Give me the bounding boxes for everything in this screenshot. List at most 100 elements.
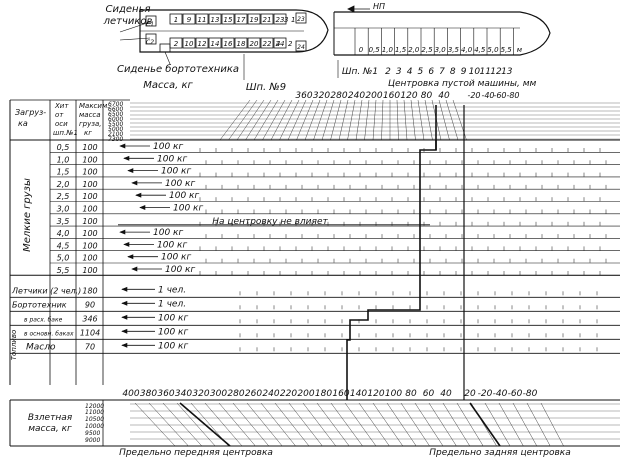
cg-tick: 40 bbox=[440, 389, 452, 399]
empty-cg-tick: -20 bbox=[467, 91, 480, 100]
cg-tick: 260 bbox=[245, 389, 262, 399]
bottom-fan bbox=[176, 402, 216, 447]
frame-number: 10 bbox=[469, 67, 481, 77]
cargo-arm: 1,0 bbox=[57, 155, 70, 164]
fan-line bbox=[438, 99, 450, 141]
frame-number: 5 bbox=[418, 67, 424, 77]
mass-value: 11000 bbox=[85, 409, 104, 416]
frame-number: 9 bbox=[461, 67, 467, 77]
fan-line bbox=[381, 99, 384, 141]
cargo-mark: 100 кг bbox=[161, 253, 191, 263]
fan-line bbox=[355, 99, 363, 141]
cargo-mark: 100 кг bbox=[165, 179, 195, 189]
empty-cg-tick: -40 bbox=[481, 91, 494, 100]
cargo-arm: 2,5 bbox=[57, 192, 70, 201]
cargo-mark: 100 кг bbox=[173, 204, 203, 214]
ruler-label: 0 bbox=[359, 46, 364, 54]
cargo-mass: 100 bbox=[82, 217, 97, 226]
leader bbox=[119, 21, 151, 33]
cargo-mass: 100 bbox=[82, 180, 97, 189]
other-mass: 1104 bbox=[80, 328, 100, 337]
arrowhead bbox=[119, 229, 126, 235]
arrowhead bbox=[135, 192, 142, 198]
cargo-mark: 100 кг bbox=[165, 265, 195, 275]
fuel-sub-label: в основн. баках bbox=[24, 330, 74, 337]
mass-value: 10500 bbox=[85, 416, 104, 423]
seat-number: 2 bbox=[174, 40, 179, 48]
other-mark: 1 чел. bbox=[158, 299, 186, 309]
fan-line bbox=[396, 99, 399, 141]
seat-box bbox=[273, 13, 287, 25]
col-arm: от bbox=[55, 111, 64, 119]
arrowhead bbox=[123, 155, 130, 161]
empty-cg-title: Центровка пустой машины, мм bbox=[388, 79, 536, 89]
small-cargo-label: Мелкие грузы bbox=[22, 178, 33, 252]
pilot-seats-label: летчиков bbox=[103, 16, 153, 27]
cargo-arm: 1,5 bbox=[57, 168, 70, 177]
forward-limit-label: Предельно передняя центровка bbox=[119, 448, 273, 458]
mass-scale-label: 7300 bbox=[108, 136, 123, 143]
empty-cg-tick: -60 bbox=[493, 91, 506, 100]
other-mass: 70 bbox=[85, 342, 95, 351]
ruler-label: 3,5 bbox=[448, 46, 460, 54]
fan-line bbox=[403, 99, 408, 141]
frame-number: 12 bbox=[490, 67, 502, 77]
bottom-fan bbox=[316, 402, 350, 447]
cg-tick: 160 bbox=[332, 389, 349, 399]
seat-number: 1 bbox=[291, 16, 295, 24]
fan-line bbox=[338, 99, 349, 141]
arrowhead bbox=[121, 286, 128, 292]
bottom-fan bbox=[442, 402, 470, 447]
col-arm: оси bbox=[55, 120, 68, 128]
seat-number: 11 bbox=[198, 16, 207, 24]
mass-scale-label: 6600 bbox=[108, 106, 123, 113]
pilot-seat bbox=[145, 15, 157, 27]
mass-scale-label: 5500 bbox=[108, 121, 123, 128]
arrowhead bbox=[139, 205, 146, 210]
cg-tick: 80 bbox=[405, 389, 417, 399]
cargo-mass: 100 bbox=[82, 205, 97, 214]
empty-cg-tick: 240 bbox=[348, 91, 365, 101]
empty-cg-tick: 200 bbox=[365, 91, 382, 101]
mass-top-label: 12000 bbox=[85, 403, 104, 410]
side-number: 24 bbox=[297, 44, 305, 51]
arrowhead bbox=[131, 266, 138, 272]
cg-tick: 100 bbox=[385, 389, 402, 399]
ruler-label: м bbox=[517, 46, 523, 54]
fan-line bbox=[372, 99, 377, 141]
cargo-mass: 100 bbox=[82, 155, 97, 164]
frame-axis-label: Шп. №1 bbox=[342, 67, 378, 77]
bottom-fan bbox=[372, 402, 403, 447]
seat-number: 9 bbox=[187, 16, 192, 24]
ruler-label: 2,0 bbox=[408, 46, 420, 54]
leader bbox=[164, 51, 171, 65]
col-load: ка bbox=[18, 119, 28, 128]
cargo-mass: 100 bbox=[82, 229, 97, 238]
fan-line bbox=[313, 99, 328, 141]
aft-limit-label: Предельно задняя центровка bbox=[429, 448, 570, 458]
other-mark: 1 чел. bbox=[158, 285, 186, 295]
fan-line bbox=[296, 99, 314, 141]
bottom-fan bbox=[386, 402, 417, 447]
cg-tick: 360 bbox=[157, 389, 174, 399]
cargo-mass: 100 bbox=[82, 143, 97, 152]
seat-number: 14 bbox=[211, 40, 220, 48]
col-max: Максим. bbox=[79, 102, 109, 110]
bottom-fan bbox=[260, 402, 296, 447]
frame-number: 4 bbox=[407, 67, 413, 77]
empty-cg-tick: -80 bbox=[506, 91, 519, 100]
other-label: Масло bbox=[26, 342, 56, 352]
fan-line bbox=[253, 99, 279, 141]
arrowhead bbox=[121, 314, 128, 320]
seat-number: 15 bbox=[224, 16, 233, 24]
seat-box bbox=[260, 37, 274, 49]
bottom-fan bbox=[246, 402, 283, 447]
ruler-label: 4,5 bbox=[474, 46, 486, 54]
mass-value: 10000 bbox=[85, 423, 104, 430]
seat-box bbox=[247, 13, 261, 25]
cg-tick: 220 bbox=[280, 389, 297, 399]
seat-number: 16 bbox=[224, 40, 233, 48]
bottom-fan bbox=[344, 402, 377, 447]
seat-box bbox=[234, 37, 248, 49]
empty-cg-tick: 80 bbox=[421, 91, 433, 101]
